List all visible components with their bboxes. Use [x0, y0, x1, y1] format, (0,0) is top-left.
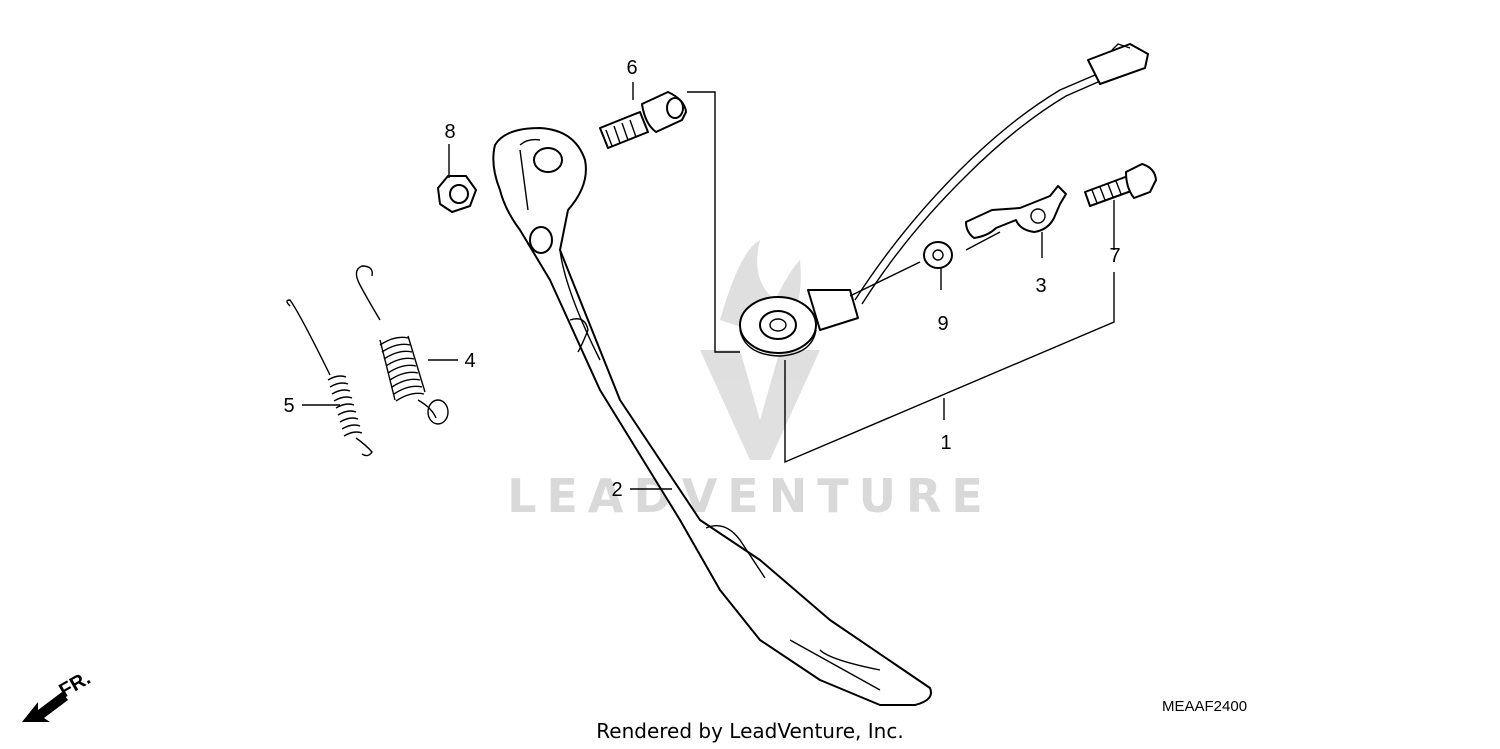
- callout-5: 5: [283, 395, 294, 417]
- callout-4: 4: [464, 350, 475, 372]
- callout-2: 2: [611, 479, 622, 501]
- callout-1: 1: [940, 432, 951, 454]
- nut: [437, 175, 477, 213]
- wire-clip: [965, 185, 1067, 239]
- pivot-bolt: [599, 91, 687, 149]
- callout-7: 7: [1109, 245, 1120, 267]
- credit-text: Rendered by LeadVenture, Inc.: [596, 719, 903, 743]
- washer: [923, 241, 953, 269]
- spring-large: [355, 265, 449, 425]
- switch-bolt: [1084, 163, 1157, 207]
- callout-3: 3: [1035, 275, 1046, 297]
- callout-9: 9: [937, 313, 948, 335]
- spring-small: [286, 299, 373, 457]
- watermark-text: LEADVENTURE: [507, 469, 993, 523]
- side-stand-switch: [739, 43, 1149, 357]
- diagram-code: MEAAF2400: [1162, 698, 1247, 715]
- callout-8: 8: [444, 121, 455, 143]
- leader-lines: [302, 82, 1115, 490]
- side-stand: [492, 127, 932, 706]
- front-direction-arrow-icon: [22, 692, 68, 722]
- callout-6: 6: [626, 57, 637, 79]
